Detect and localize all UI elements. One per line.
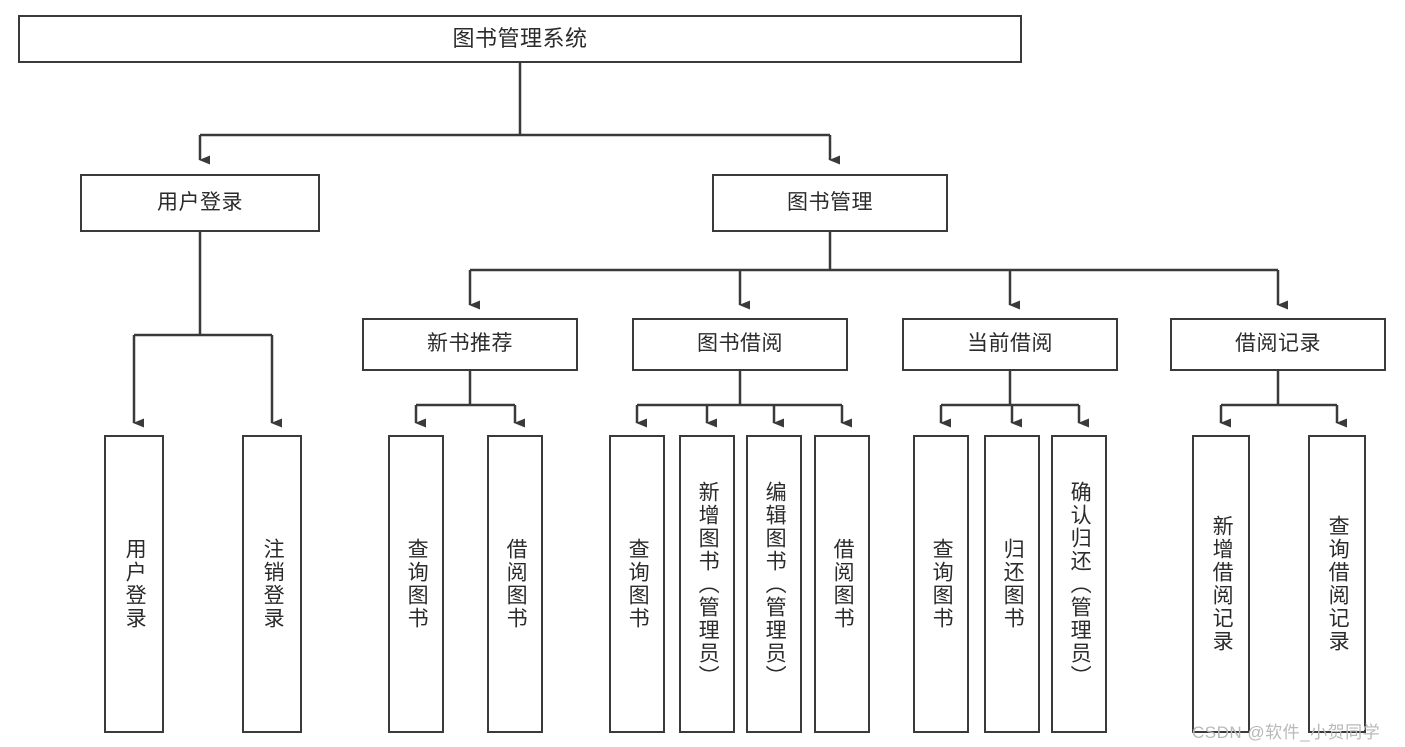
node-label: 查询图书: [930, 538, 954, 630]
node-leaf-user-login[interactable]: 用户登录: [104, 435, 164, 733]
node-label: 借阅图书: [504, 538, 528, 630]
node-leaf-return-book[interactable]: 归还图书: [984, 435, 1040, 733]
node-leaf-add-book[interactable]: 新增图书（管理员）: [679, 435, 735, 733]
node-label: 新增图书（管理员）: [696, 480, 720, 688]
node-label: 新增借阅记录: [1210, 515, 1234, 653]
node-leaf-confirm-return[interactable]: 确认归还（管理员）: [1051, 435, 1107, 733]
node-label: 图书管理: [787, 190, 873, 214]
node-label: 编辑图书（管理员）: [763, 480, 787, 688]
node-user-login[interactable]: 用户登录: [80, 174, 320, 232]
node-current-borrow[interactable]: 当前借阅: [902, 318, 1118, 371]
node-leaf-query-book-3[interactable]: 查询图书: [913, 435, 969, 733]
node-leaf-borrow-book-2[interactable]: 借阅图书: [814, 435, 870, 733]
node-label: 当前借阅: [967, 332, 1053, 356]
node-label: 图书借阅: [697, 332, 783, 356]
node-leaf-add-record[interactable]: 新增借阅记录: [1192, 435, 1250, 733]
node-label: 查询图书: [626, 538, 650, 630]
node-label: 新书推荐: [427, 332, 513, 356]
node-borrow-record[interactable]: 借阅记录: [1170, 318, 1386, 371]
node-label: 查询图书: [405, 538, 429, 630]
node-label: 图书管理系统: [452, 26, 588, 52]
node-leaf-edit-book[interactable]: 编辑图书（管理员）: [746, 435, 802, 733]
node-label: 注销登录: [261, 538, 285, 630]
node-book-manage[interactable]: 图书管理: [712, 174, 948, 232]
node-leaf-query-book-1[interactable]: 查询图书: [388, 435, 444, 733]
node-label: 查询借阅记录: [1326, 515, 1350, 653]
node-leaf-query-book-2[interactable]: 查询图书: [609, 435, 665, 733]
csdn-watermark: CSDN @软件_小贺同学: [1192, 723, 1381, 742]
node-label: 确认归还（管理员）: [1068, 480, 1092, 688]
node-label: 归还图书: [1001, 538, 1025, 630]
node-new-book-rec[interactable]: 新书推荐: [362, 318, 578, 371]
node-book-borrow[interactable]: 图书借阅: [632, 318, 848, 371]
node-label: 借阅记录: [1235, 332, 1321, 356]
node-root-system[interactable]: 图书管理系统: [18, 15, 1022, 63]
node-leaf-borrow-book-1[interactable]: 借阅图书: [487, 435, 543, 733]
node-label: 用户登录: [123, 538, 147, 630]
node-leaf-query-record[interactable]: 查询借阅记录: [1308, 435, 1366, 733]
node-leaf-user-logout[interactable]: 注销登录: [242, 435, 302, 733]
node-label: 用户登录: [157, 190, 243, 214]
node-label: 借阅图书: [831, 538, 855, 630]
